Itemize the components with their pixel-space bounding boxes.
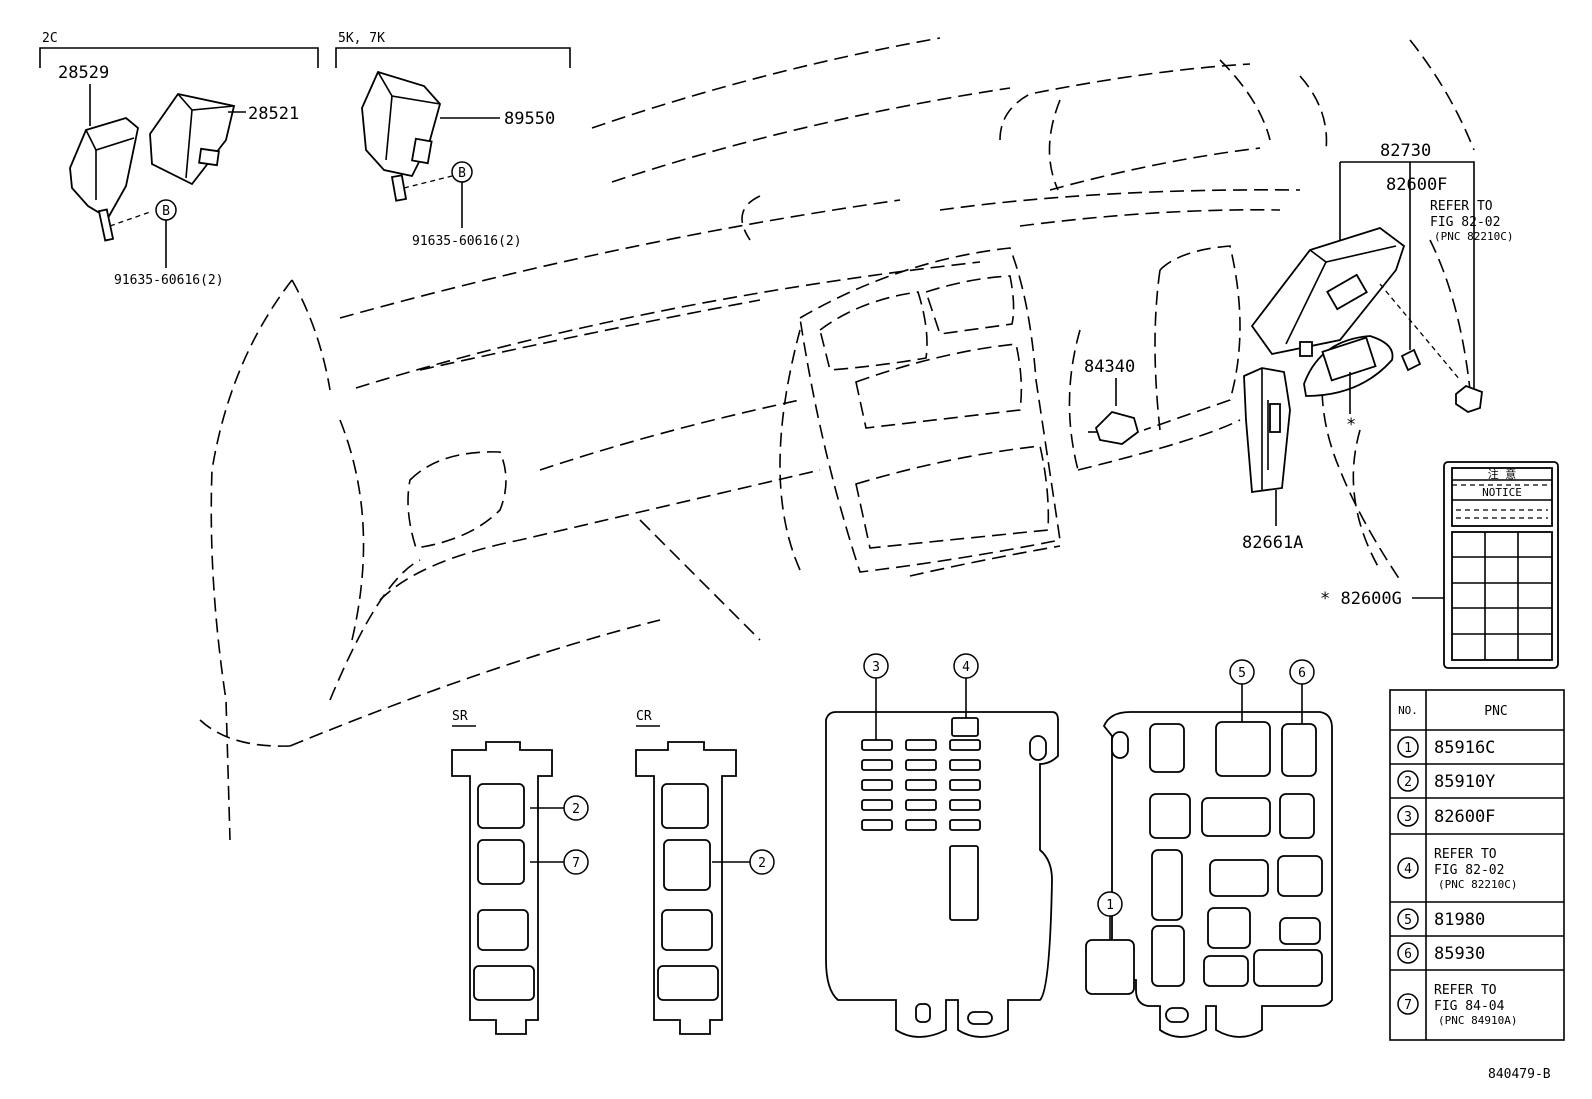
part-84340: [1088, 410, 1140, 445]
refer-text-line2: FIG 82-02: [1430, 215, 1500, 230]
fuse-grid: [861, 739, 981, 831]
svg-text:1: 1: [1404, 741, 1412, 756]
cr-label: CR: [636, 709, 652, 724]
svg-text:2: 2: [758, 856, 766, 871]
callout-82600g: * 82600G: [1320, 589, 1402, 609]
svg-text:1: 1: [1106, 898, 1114, 913]
callout-bolt-mid: 91635-60616(2): [412, 234, 522, 249]
pnc-row-5: 81980: [1434, 910, 1485, 930]
refer-text-line1: REFER TO: [1430, 199, 1493, 214]
pnc-row-7-line2: FIG 84-04: [1434, 999, 1505, 1014]
callout-89550: 89550: [504, 109, 555, 129]
pnc-row-4-line1: REFER TO: [1434, 847, 1497, 862]
part-28529: [69, 116, 151, 242]
pnc-row-6: 85930: [1434, 944, 1485, 964]
part-89550: [361, 70, 453, 202]
notice-label: 注 意 NOTICE: [1443, 461, 1559, 669]
svg-text:3: 3: [1404, 810, 1412, 825]
figure-id: 840479-B: [1488, 1067, 1551, 1082]
junction-block-right: [1085, 711, 1333, 1038]
ref-circle-b-mid-label: B: [458, 166, 466, 181]
group-bracket-5k-7k: 5K, 7K: [335, 31, 571, 68]
svg-text:4: 4: [1404, 862, 1412, 877]
svg-text:2: 2: [1404, 775, 1412, 790]
svg-text:7: 7: [1404, 998, 1412, 1013]
pnc-header-pnc: PNC: [1484, 704, 1507, 719]
callout-84340: 84340: [1084, 357, 1135, 377]
group-label-5k-7k: 5K, 7K: [338, 31, 385, 46]
pnc-row-7-line3: (PNC 84910A): [1438, 1014, 1517, 1027]
svg-text:6: 6: [1298, 666, 1306, 681]
part-82661a: [1243, 367, 1291, 494]
sr-label: SR: [452, 709, 468, 724]
svg-text:7: 7: [572, 856, 580, 871]
svg-text:3: 3: [872, 660, 880, 675]
pnc-header-no: NO.: [1398, 704, 1418, 717]
center-vents: [799, 247, 1061, 573]
relay-block-sr: [451, 741, 553, 1035]
dashboard-outline: [199, 37, 1475, 841]
ref-circle-b-left-label: B: [162, 204, 170, 219]
group-label-2c: 2C: [42, 31, 58, 46]
part-82600f: [1250, 227, 1483, 413]
callout-28529: 28529: [58, 63, 109, 83]
callout-28521: 28521: [248, 104, 299, 124]
bracket-82730: [1340, 161, 1475, 392]
circle-callouts: 2 7 2 3 4 5 6 1: [530, 653, 1315, 940]
svg-text:5: 5: [1238, 666, 1246, 681]
svg-text:6: 6: [1404, 947, 1412, 962]
pnc-row-4-line2: FIG 82-02: [1434, 863, 1504, 878]
pnc-row-3: 82600F: [1434, 807, 1495, 827]
callout-asterisk: *: [1346, 415, 1356, 435]
pnc-table: NO. PNC 1 85916C 2 85910Y 3 82600F 4 REF…: [1389, 689, 1565, 1041]
notice-word: NOTICE: [1482, 486, 1522, 499]
svg-text:4: 4: [962, 660, 970, 675]
pnc-row-2: 85910Y: [1434, 772, 1495, 792]
callout-82730: 82730: [1380, 141, 1431, 161]
relay-block-cr: [635, 741, 737, 1035]
part-82600g-bracket: [1303, 335, 1394, 397]
callout-82600f: 82600F: [1386, 175, 1447, 195]
callout-bolt-left: 91635-60616(2): [114, 273, 224, 288]
part-28521: [149, 92, 236, 186]
svg-text:5: 5: [1404, 913, 1412, 928]
refer-text-line3: (PNC 82210C): [1434, 230, 1513, 243]
pnc-row-4-line3: (PNC 82210C): [1438, 878, 1517, 891]
junction-block-left: [825, 711, 1059, 1038]
pnc-row-1: 85916C: [1434, 738, 1495, 758]
callout-82661a: 82661A: [1242, 533, 1303, 553]
notice-title: 注 意: [1488, 467, 1517, 481]
group-bracket-2c: 2C: [39, 31, 319, 68]
svg-text:2: 2: [572, 802, 580, 817]
pnc-row-7-line1: REFER TO: [1434, 983, 1497, 998]
